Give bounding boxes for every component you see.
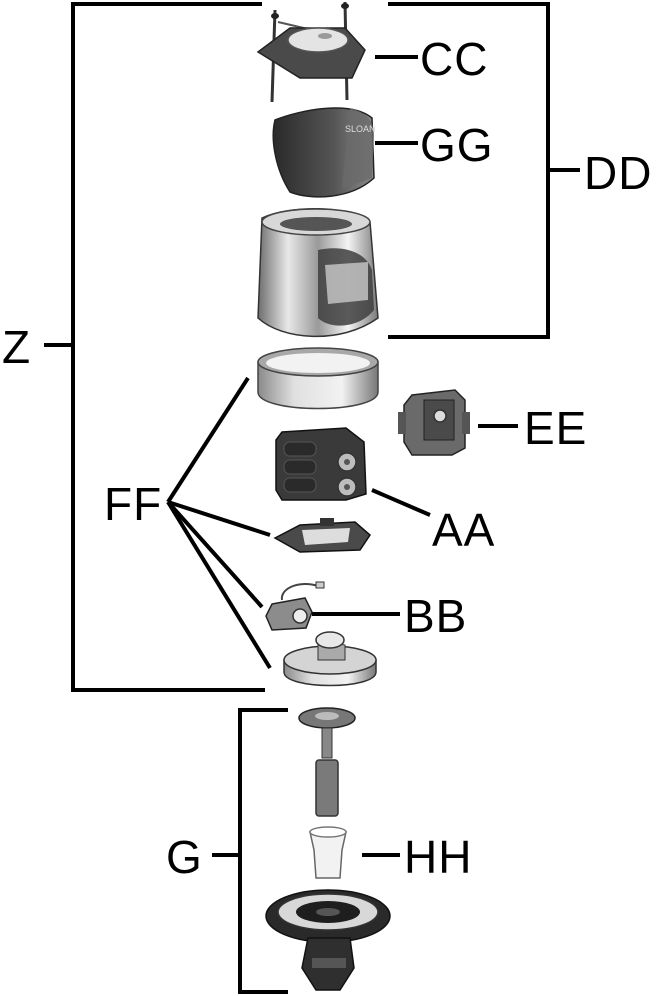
- g-bracket: [238, 708, 288, 994]
- ff-leader-ring: [166, 376, 250, 504]
- label-gg: GG: [420, 119, 494, 171]
- sloan-logo-text: SLOAN: [345, 124, 376, 134]
- z-bracket: [71, 2, 265, 692]
- label-aa: AA: [432, 504, 496, 556]
- ff-leader-plate: [167, 500, 271, 537]
- ff-mounting-plate: [273, 518, 371, 553]
- label-z: Z: [2, 321, 32, 373]
- ff-leader-solenoid: [166, 500, 264, 609]
- ff-leader-base: [166, 500, 272, 670]
- part-bb-solenoid: [265, 581, 325, 631]
- g-diaphragm-base: [265, 889, 391, 991]
- part-ee-bracket: [398, 389, 470, 456]
- label-ff: FF: [104, 478, 163, 530]
- part-cc-sensor-plate: [256, 1, 366, 103]
- label-ee: EE: [524, 402, 588, 454]
- leader-lines: [44, 2, 580, 994]
- label-hh: HH: [404, 831, 473, 883]
- g-piston-assembly: [298, 707, 356, 817]
- label-g: G: [166, 831, 203, 883]
- part-aa-module: [275, 427, 367, 501]
- aa-leader: [371, 488, 431, 517]
- part-gg-sensor-cover: SLOAN: [272, 107, 376, 198]
- label-bb: BB: [404, 590, 468, 642]
- label-dd: DD: [584, 147, 653, 199]
- part-hh-insert: [309, 826, 347, 879]
- ff-chrome-ring: [257, 347, 379, 410]
- ff-chrome-base: [283, 631, 377, 687]
- chrome-housing: [257, 207, 379, 338]
- label-cc: CC: [420, 33, 489, 85]
